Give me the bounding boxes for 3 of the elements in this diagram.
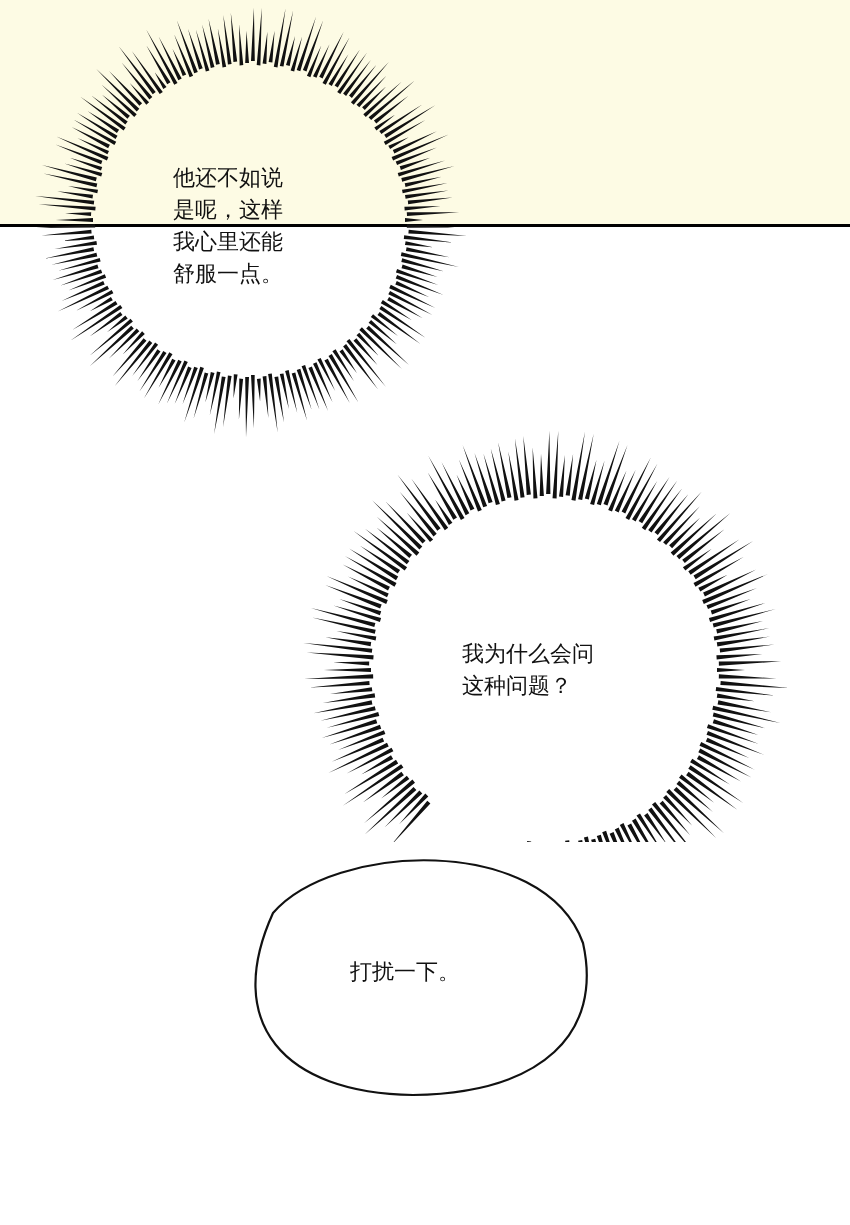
speech-text: 打扰一下。	[350, 958, 461, 986]
speech-text: 他还不如说是呢，这样我心里还能舒服一点。	[173, 164, 284, 288]
speech-text: 我为什么会问这种问题？	[462, 640, 595, 700]
